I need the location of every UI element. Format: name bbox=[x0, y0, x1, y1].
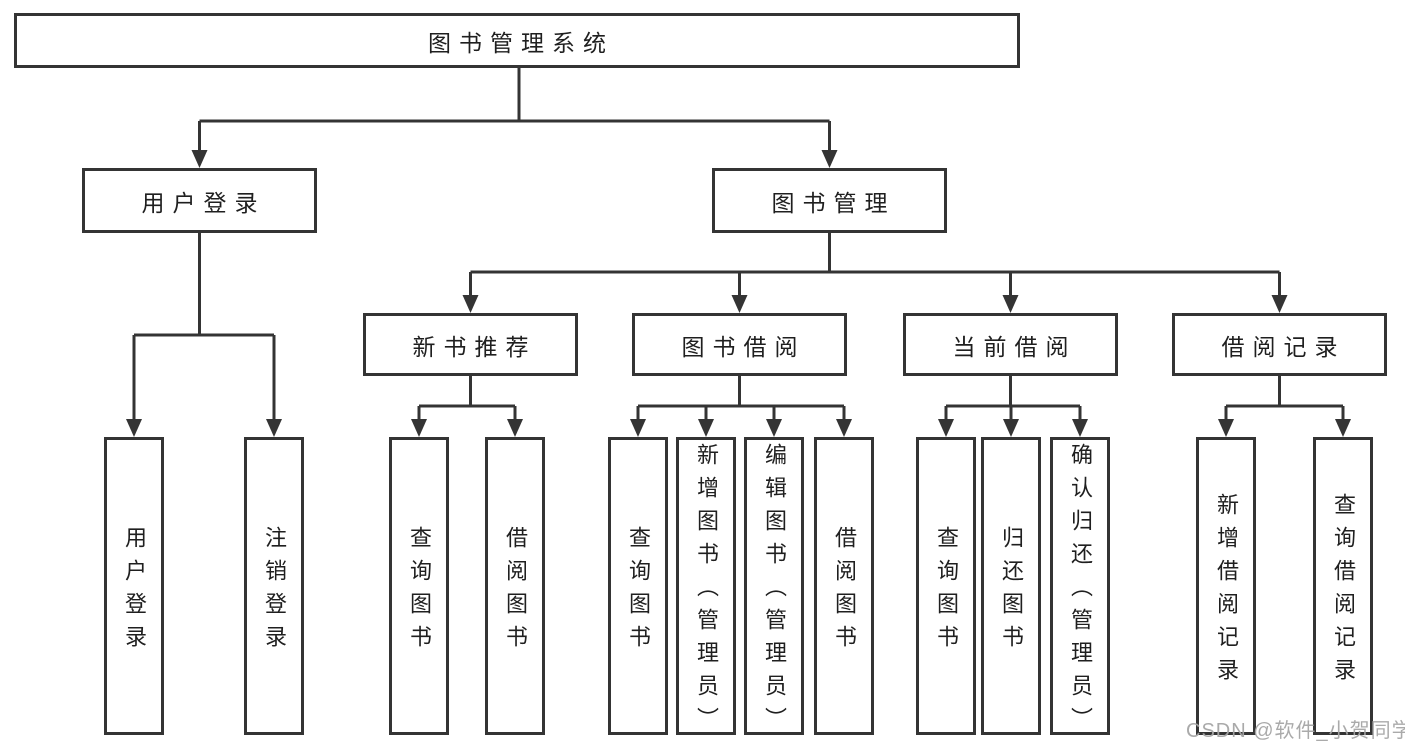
node-user-login-leaf: 用户登录 bbox=[104, 437, 164, 735]
node-logout: 注销登录 bbox=[244, 437, 304, 735]
node-library-management-system: 图书管理系统 bbox=[14, 13, 1020, 68]
node-add-borrow-record: 新增借阅记录 bbox=[1196, 437, 1256, 735]
node-user-login: 用户登录 bbox=[82, 168, 317, 233]
node-label: 查询图书 bbox=[934, 525, 959, 658]
node-label: 借阅图书 bbox=[832, 525, 857, 658]
node-label: 注销登录 bbox=[262, 525, 287, 658]
node-label: 新增借阅记录 bbox=[1214, 492, 1239, 691]
node-borrowing-records: 借阅记录 bbox=[1172, 313, 1387, 376]
node-book-management: 图书管理 bbox=[712, 168, 947, 233]
node-confirm-return-admin: 确认归还（管理员） bbox=[1050, 437, 1110, 740]
node-query-books-borrowing: 查询图书 bbox=[608, 437, 668, 735]
node-return-book: 归还图书 bbox=[981, 437, 1041, 735]
node-label: 新书推荐 bbox=[412, 333, 537, 360]
node-current-borrowing: 当前借阅 bbox=[903, 313, 1118, 376]
node-add-book-admin: 新增图书（管理员） bbox=[676, 437, 736, 740]
node-borrow-books-leaf: 借阅图书 bbox=[814, 437, 874, 735]
node-query-borrow-record: 查询借阅记录 bbox=[1313, 437, 1373, 735]
node-label: 图书管理系统 bbox=[428, 29, 614, 56]
node-book-borrowing: 图书借阅 bbox=[632, 313, 847, 376]
node-label: 查询借阅记录 bbox=[1331, 492, 1356, 691]
node-label: 借阅图书 bbox=[503, 525, 528, 658]
node-label: 查询图书 bbox=[626, 525, 651, 658]
node-label: 借阅记录 bbox=[1221, 333, 1346, 360]
node-label: 用户登录 bbox=[141, 189, 266, 216]
node-new-book-recommendation: 新书推荐 bbox=[363, 313, 578, 376]
node-label: 当前借阅 bbox=[952, 333, 1077, 360]
node-edit-book-admin: 编辑图书（管理员） bbox=[744, 437, 804, 740]
watermark: CSDN @软件_小贺同学 bbox=[1186, 720, 1405, 742]
node-label: 归还图书 bbox=[999, 525, 1024, 658]
node-label: 图书借阅 bbox=[681, 333, 806, 360]
node-query-books-current: 查询图书 bbox=[916, 437, 976, 735]
node-borrow-books-recommend: 借阅图书 bbox=[485, 437, 545, 735]
node-label: 用户登录 bbox=[122, 525, 147, 658]
node-query-books-recommend: 查询图书 bbox=[389, 437, 449, 735]
node-label: 查询图书 bbox=[407, 525, 432, 658]
node-label: 图书管理 bbox=[771, 189, 896, 216]
node-label: 确认归还（管理员） bbox=[1068, 443, 1093, 740]
node-label: 新增图书（管理员） bbox=[694, 443, 719, 740]
node-label: 编辑图书（管理员） bbox=[762, 443, 787, 740]
